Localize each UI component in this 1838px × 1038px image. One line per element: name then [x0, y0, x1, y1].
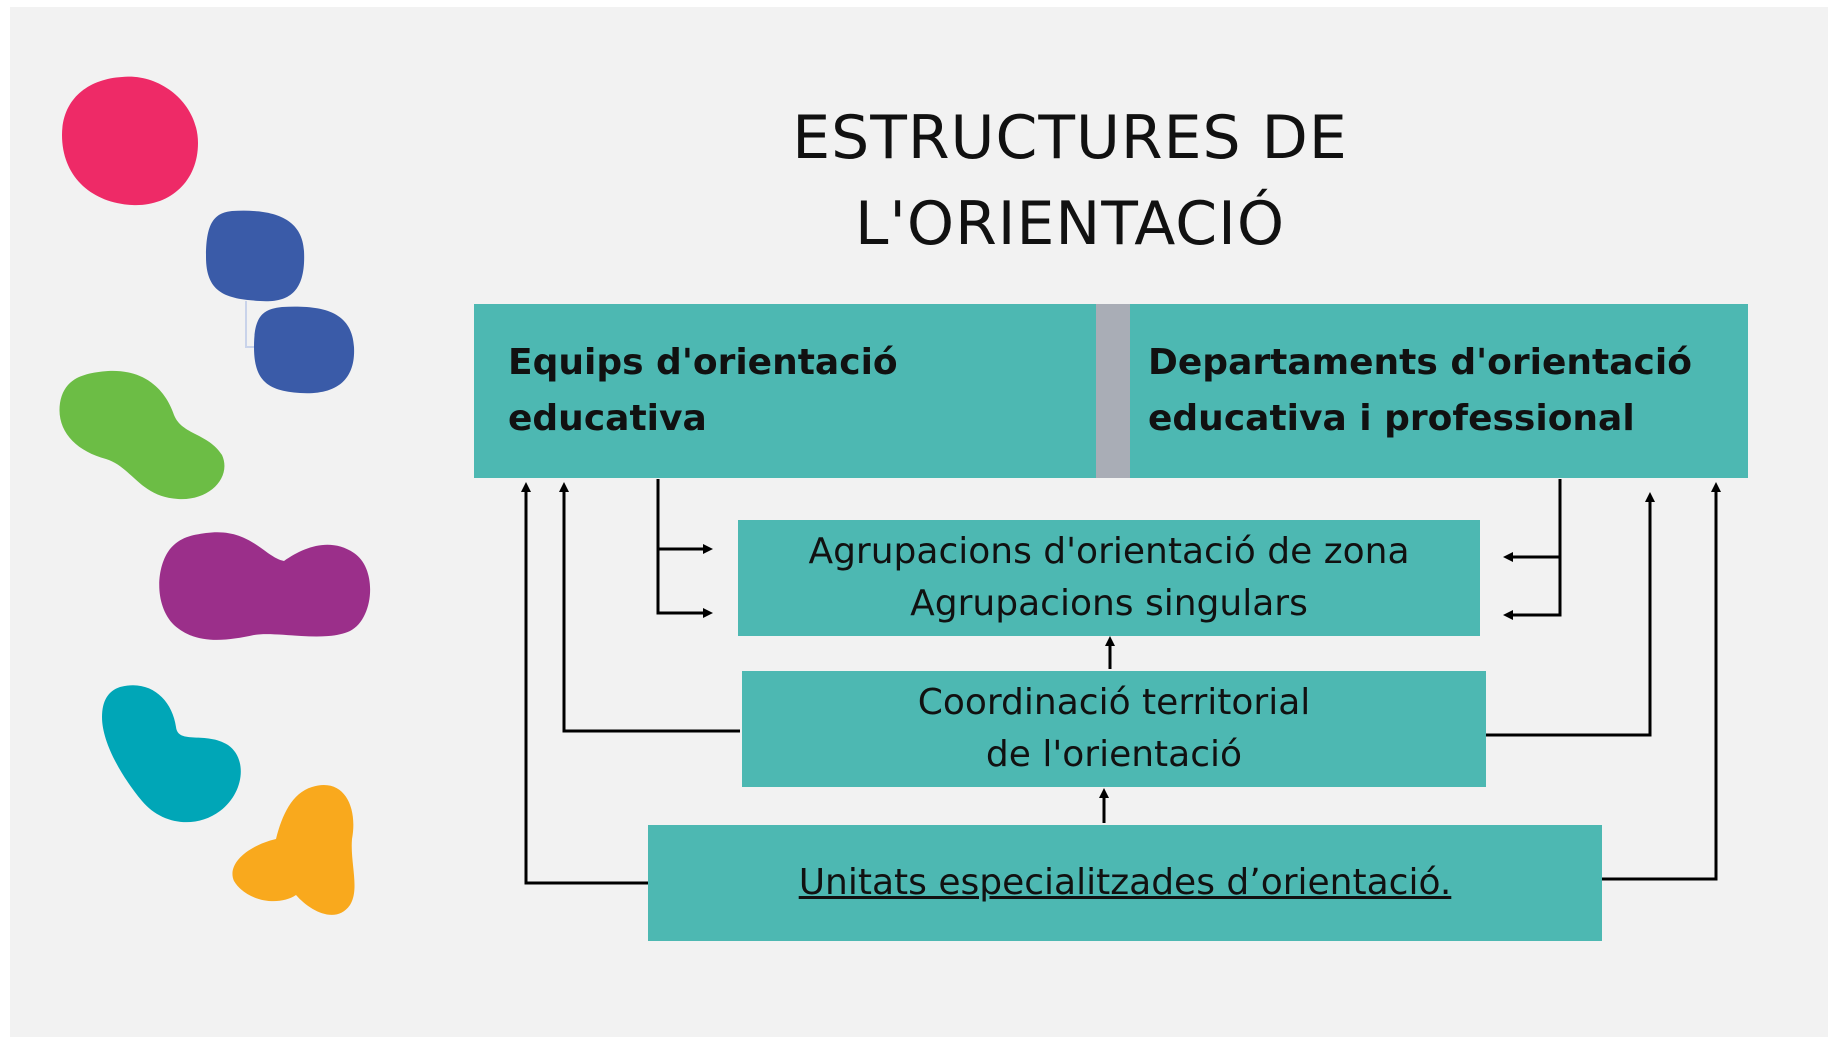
- coordinacio-box: Coordinació territorial de l'orientació: [742, 671, 1486, 787]
- decorative-blobs: [59, 76, 371, 915]
- equips-label-line-1: Equips d'orientació: [508, 342, 898, 383]
- teal-blob: [102, 685, 241, 823]
- pink-blob: [62, 76, 198, 206]
- arrow-coordinacio-to-departaments: [1486, 492, 1655, 737]
- blue-blob-bottom: [254, 306, 355, 394]
- slide: ESTRUCTURES DE L'ORIENTACIÓ Equips d'ori…: [10, 7, 1828, 1037]
- agrupacions-label-line-2: Agrupacions singulars: [910, 583, 1308, 624]
- diagram-title: ESTRUCTURES DE L'ORIENTACIÓ: [620, 95, 1520, 267]
- departaments-label-line-2: educativa i professional: [1148, 398, 1635, 439]
- blue-blob-top: [206, 210, 305, 302]
- departaments-label-line-1: Departaments d'orientació: [1148, 342, 1692, 383]
- coordinacio-label-line-1: Coordinació territorial: [917, 682, 1311, 723]
- green-blob: [59, 370, 225, 500]
- unitats-box: Unitats especialitzades d’orientació.: [648, 825, 1602, 941]
- purple-blob: [159, 532, 371, 640]
- arrow-unitats-to-departaments: [1602, 482, 1721, 881]
- arrow-equips-to-agrupacions-2: [656, 549, 713, 618]
- departaments-box: Departaments d'orientació educativa i pr…: [1130, 304, 1748, 478]
- unitats-link[interactable]: Unitats especialitzades d’orientació.: [798, 862, 1452, 903]
- equips-box: Equips d'orientació educativa: [474, 304, 1104, 478]
- title-line-1: ESTRUCTURES DE: [792, 103, 1348, 173]
- arrow-equips-to-agrupacions-1: [656, 479, 713, 554]
- coordinacio-label-line-2: de l'orientació: [985, 734, 1243, 775]
- arrow-coordinacio-to-equips: [559, 482, 740, 733]
- arrow-unitats-to-equips: [521, 482, 648, 885]
- orange-blob: [232, 785, 355, 915]
- equips-label-line-2: educativa: [508, 398, 707, 439]
- agrupacions-box: Agrupacions d'orientació de zona Agrupac…: [738, 520, 1480, 636]
- agrupacions-label-line-1: Agrupacions d'orientació de zona: [808, 531, 1410, 572]
- connector-arrows: [521, 479, 1721, 885]
- title-line-2: L'ORIENTACIÓ: [854, 189, 1286, 259]
- arrow-departaments-to-agrupacions-2: [1503, 557, 1562, 620]
- top-row-divider: [1096, 304, 1130, 478]
- arrow-departaments-to-agrupacions-1: [1503, 479, 1562, 562]
